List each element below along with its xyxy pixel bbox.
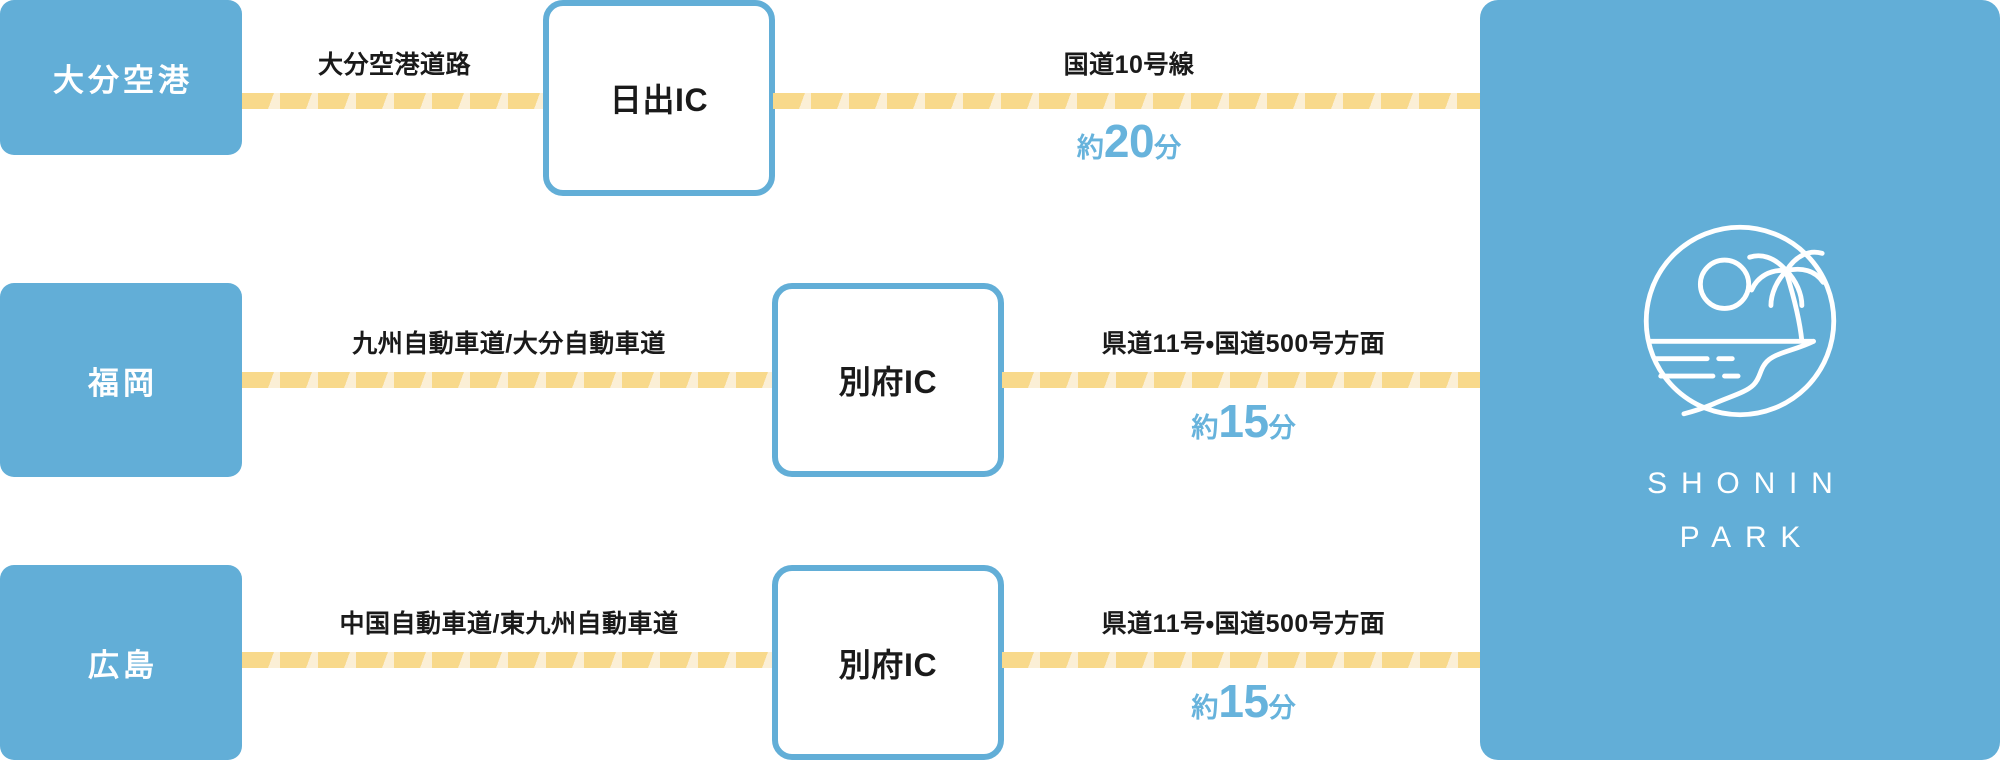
brand-name-line-1: SHONIN xyxy=(1647,467,1847,500)
interchange-box-row-2: 別府IC xyxy=(772,283,1004,477)
arrow-connector-row-3-leg-2 xyxy=(1002,652,1485,668)
duration-row-1: 約20分 xyxy=(773,118,1485,164)
duration-value-row-3: 15 xyxy=(1218,675,1269,727)
duration-prefix-row-2: 約 xyxy=(1191,413,1219,443)
interchange-label-row-2: 別府IC xyxy=(838,364,938,400)
route-name-row-1-leg-1: 大分空港道路 xyxy=(317,51,471,79)
interchange-label-row-1: 日出IC xyxy=(609,82,709,118)
duration-suffix-row-3: 分 xyxy=(1268,693,1296,723)
duration-value-row-1: 20 xyxy=(1103,115,1155,167)
beach-palm-sun-circle-icon xyxy=(1643,224,1837,418)
arrow-connector-row-1-leg-2 xyxy=(773,93,1485,109)
origin-box-row-2: 福岡 xyxy=(0,283,242,477)
route-name-row-3-leg-1: 中国自動車道/東九州自動車道 xyxy=(339,610,679,638)
duration-row-2: 約15分 xyxy=(1002,398,1485,444)
origin-label-row-1: 大分空港 xyxy=(52,63,194,98)
origin-label-row-2: 福岡 xyxy=(87,365,159,401)
arrow-connector-row-2-leg-1 xyxy=(242,372,776,388)
route-name-row-2-leg-2: 県道11号・国道500号方面 xyxy=(1101,330,1386,358)
duration-prefix-row-3: 約 xyxy=(1191,693,1219,723)
arrow-connector-row-1-leg-1 xyxy=(242,93,547,109)
brand-name-line-2: PARK xyxy=(1679,521,1815,554)
duration-row-3: 約15分 xyxy=(1002,678,1485,724)
origin-box-row-1: 大分空港 xyxy=(0,0,242,155)
interchange-box-row-3: 別府IC xyxy=(772,565,1004,760)
duration-suffix-row-1: 分 xyxy=(1154,133,1182,163)
destination-panel: SHONIN PARK xyxy=(1480,0,2000,760)
duration-suffix-row-2: 分 xyxy=(1268,413,1296,443)
origin-label-row-3: 広島 xyxy=(87,648,159,683)
route-name-row-3-leg-2: 県道11号・国道500号方面 xyxy=(1101,610,1386,638)
arrow-connector-row-3-leg-1 xyxy=(242,652,776,668)
arrow-connector-row-2-leg-2 xyxy=(1002,372,1485,388)
route-name-row-1-leg-2: 国道10号線 xyxy=(1063,51,1195,79)
interchange-label-row-3: 別府IC xyxy=(838,646,938,683)
duration-prefix-row-1: 約 xyxy=(1076,133,1104,163)
interchange-box-row-1: 日出IC xyxy=(543,0,775,196)
route-name-row-2-leg-1: 九州自動車道/大分自動車道 xyxy=(352,330,666,358)
origin-box-row-3: 広島 xyxy=(0,565,242,760)
duration-value-row-2: 15 xyxy=(1218,395,1269,447)
